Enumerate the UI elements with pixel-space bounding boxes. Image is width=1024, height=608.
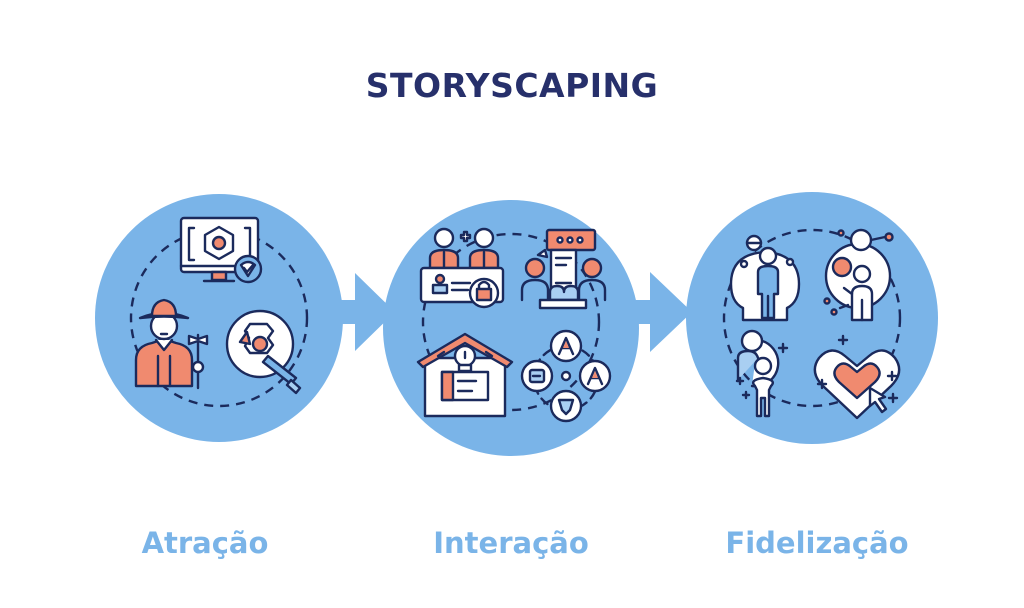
stage-circle-atracao <box>95 194 343 442</box>
monitor-target-icon <box>179 216 263 284</box>
house-lightbulb-icon <box>416 332 514 418</box>
network-badges-icon <box>520 329 612 423</box>
stage-label-interacao: Interação <box>433 526 589 560</box>
person-head-ideas-icon <box>729 234 801 322</box>
farmer-icon <box>134 298 209 390</box>
people-id-card-icon <box>419 227 505 309</box>
person-orbit-icon <box>823 228 894 322</box>
arrow-right-icon <box>610 272 692 352</box>
stage-label-atracao: Atração <box>141 526 269 560</box>
map-magnifier-icon <box>225 309 302 395</box>
stage-circle-fidelizacao <box>686 192 938 444</box>
heart-cursor-icon <box>813 334 901 420</box>
arrow-right-icon <box>310 273 395 351</box>
parent-child-icon <box>735 329 789 418</box>
page-title: STORYSCAPING <box>365 66 659 105</box>
stage-label-fidelizacao: Fidelização <box>725 526 909 560</box>
group-chat-icon <box>520 228 607 310</box>
stage-circle-interacao <box>383 200 639 456</box>
